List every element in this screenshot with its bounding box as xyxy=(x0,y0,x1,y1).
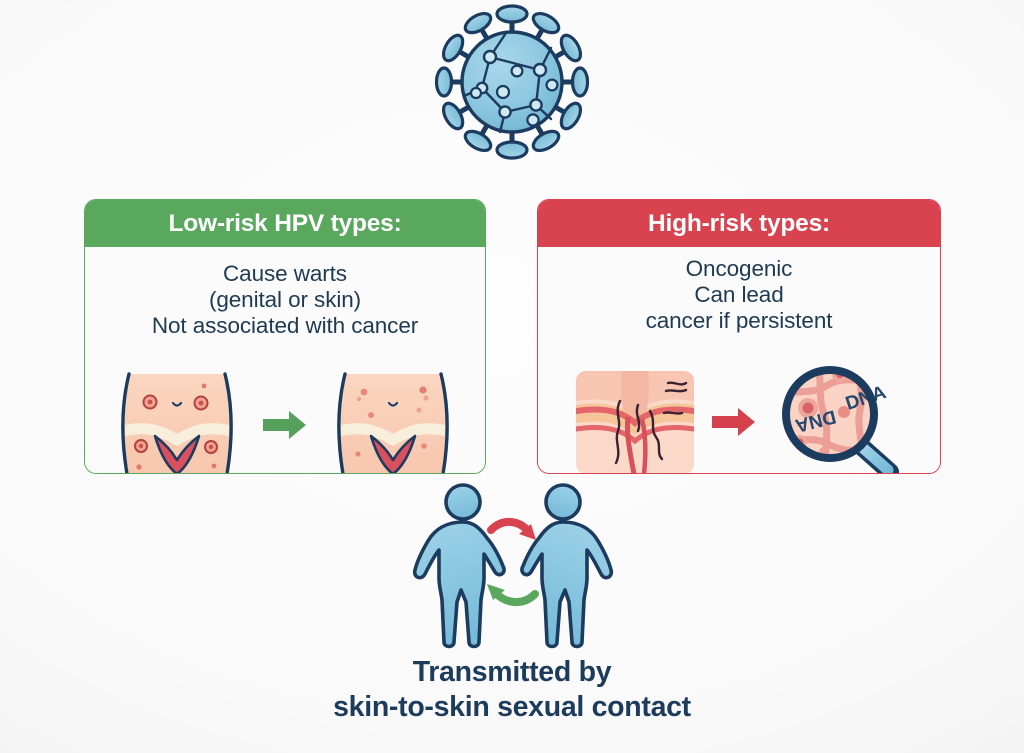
virus-capsomeres xyxy=(469,64,559,127)
high-risk-line-3: cancer if persistent xyxy=(645,308,833,333)
pelvis-with-warts-illustration xyxy=(121,372,233,473)
tissue-cross-section-illustration xyxy=(576,370,694,473)
arrow-shape xyxy=(263,411,306,439)
high-risk-body: Oncogenic Can lead cancer if persistent xyxy=(538,247,940,473)
person-figure-left xyxy=(412,483,506,649)
transmission-illustration xyxy=(395,482,631,654)
magnifier-rim xyxy=(782,366,878,462)
torso-left-outline xyxy=(337,372,347,473)
underwear-front xyxy=(153,434,201,473)
virus-spikes xyxy=(434,4,590,160)
torso-right-outline xyxy=(439,372,449,473)
torso-left-outline xyxy=(121,372,131,473)
high-risk-illustration: DNA DNA xyxy=(538,360,940,473)
underwear-front xyxy=(369,434,417,473)
lesion-strands xyxy=(614,380,688,464)
red-right-arrow-icon xyxy=(712,408,755,436)
high-risk-header: High-risk types: xyxy=(538,200,940,247)
wart-spots xyxy=(134,383,218,470)
underwear-band xyxy=(341,423,445,446)
people-svg xyxy=(412,483,614,649)
high-risk-panel: High-risk types: Oncogenic Can lead canc… xyxy=(537,199,941,474)
high-risk-line-1: Oncogenic xyxy=(685,256,793,281)
magnifier-cells-dna-illustration: DNA DNA xyxy=(782,366,899,473)
low-risk-header: Low-risk HPV types: xyxy=(85,200,485,247)
faded-wart-spots xyxy=(355,386,429,457)
green-transmission-arrow xyxy=(487,584,539,606)
low-risk-panel: Low-risk HPV types: Cause warts (genital… xyxy=(84,199,486,474)
low-risk-text: Cause warts (genital or skin) Not associ… xyxy=(85,247,485,339)
green-right-arrow-icon xyxy=(263,411,306,439)
pelvis-healing-warts-illustration xyxy=(337,372,449,473)
torso-right-outline xyxy=(223,372,233,473)
red-transmission-arrow xyxy=(487,518,536,540)
magnifier-handle xyxy=(857,442,894,473)
navel xyxy=(171,401,183,407)
person-figure-right xyxy=(520,483,614,649)
low-risk-line-3: Not associated with cancer xyxy=(151,313,419,338)
arrow-shape xyxy=(712,408,755,436)
low-risk-illustration xyxy=(85,370,485,473)
high-risk-text: Oncogenic Can lead cancer if persistent xyxy=(538,247,940,334)
caption-line-2: skin-to-skin sexual contact xyxy=(333,691,691,723)
navel xyxy=(387,401,399,407)
virus-svg xyxy=(434,4,590,160)
hpv-virus-icon xyxy=(424,4,600,164)
torso-shape xyxy=(338,374,448,473)
high-risk-line-2: Can lead xyxy=(694,282,784,307)
underwear-band xyxy=(125,423,229,446)
low-risk-body: Cause warts (genital or skin) Not associ… xyxy=(85,247,485,473)
transmission-caption: Transmitted by skin-to-skin sexual conta… xyxy=(0,655,1024,725)
low-risk-line-1: Cause warts xyxy=(223,261,347,286)
low-risk-line-2: (genital or skin) xyxy=(208,287,362,312)
caption-line-1: Transmitted by xyxy=(412,656,612,688)
